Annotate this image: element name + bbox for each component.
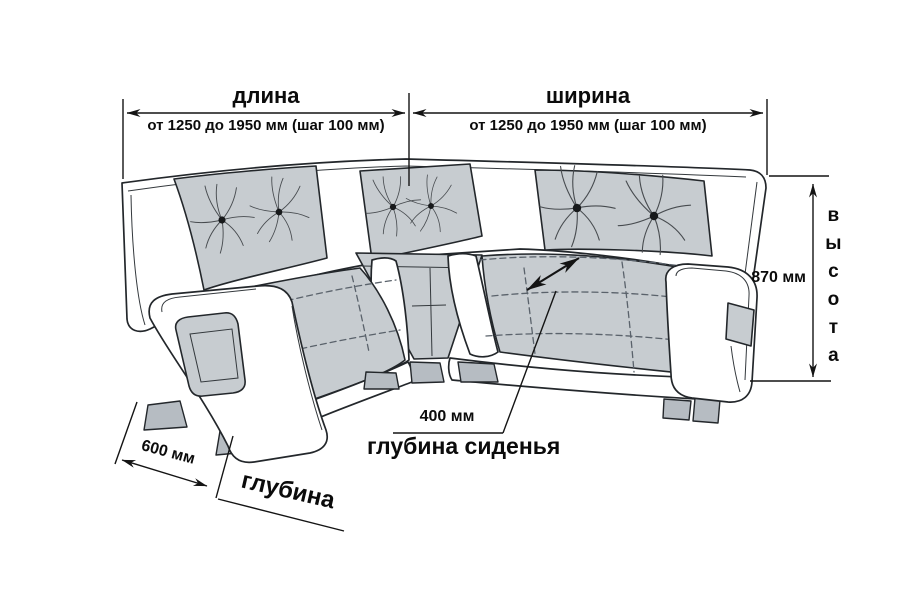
seat-end-roll-right bbox=[447, 252, 499, 358]
depth-extension-b bbox=[215, 435, 234, 499]
backrest-cushion-right bbox=[534, 169, 713, 257]
leg bbox=[692, 397, 721, 424]
depth-extension-a bbox=[114, 401, 138, 465]
length-range: от 1250 до 1950 мм (шаг 100 мм) bbox=[147, 117, 385, 134]
seat-depth-label: глубина сиденья bbox=[367, 433, 561, 459]
back-right-inner-line bbox=[744, 181, 758, 275]
length-label: длина bbox=[232, 83, 300, 108]
seat-corner-crease bbox=[411, 304, 447, 307]
backrest-cushion-left bbox=[173, 165, 328, 291]
depth-label-line bbox=[217, 498, 345, 532]
width-range: от 1250 до 1950 мм (шаг 100 мм) bbox=[469, 117, 707, 134]
seat-depth-value: 400 мм bbox=[419, 408, 475, 425]
width-label: ширина bbox=[545, 83, 631, 108]
front-rail-right bbox=[447, 357, 715, 401]
seat-depth-leader bbox=[502, 290, 557, 434]
sofa-back bbox=[121, 158, 767, 333]
depth-dimension-arrow bbox=[121, 459, 208, 487]
leg bbox=[457, 361, 499, 383]
armrest-right-inset bbox=[725, 302, 755, 347]
armrest-left bbox=[148, 284, 329, 464]
leg bbox=[363, 371, 400, 390]
armrest-right bbox=[664, 263, 758, 403]
dimension-lines bbox=[114, 93, 831, 532]
seat-corner-seam bbox=[429, 267, 433, 357]
seat-depth-arrow bbox=[526, 257, 580, 291]
leg bbox=[409, 361, 445, 384]
height-label: высота bbox=[822, 205, 844, 373]
leg bbox=[662, 398, 692, 421]
back-left-inner-line bbox=[130, 194, 146, 326]
leg bbox=[143, 400, 188, 431]
height-value: 870 мм bbox=[751, 269, 806, 286]
